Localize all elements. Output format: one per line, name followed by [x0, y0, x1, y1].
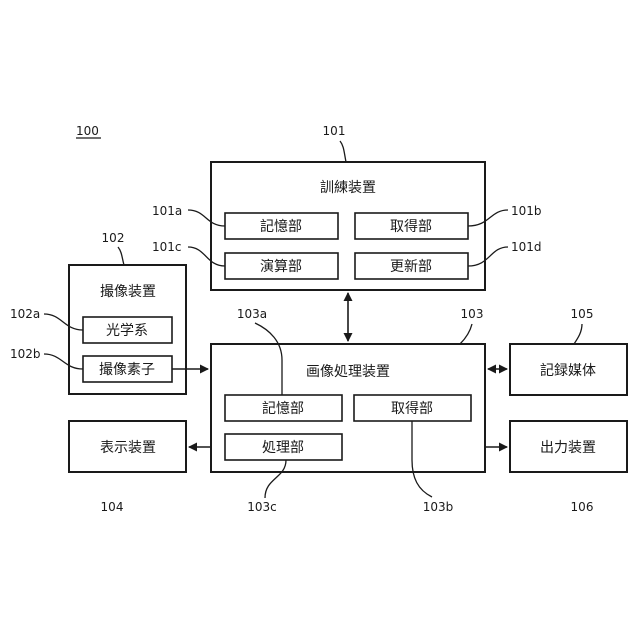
image-processing-device: 画像処理装置 記憶部 取得部 処理部	[211, 344, 485, 472]
imaging-device-title: 撮像装置	[100, 283, 156, 300]
processing-unit-ref: 103c	[247, 500, 277, 514]
training-device-ref-leader	[340, 141, 346, 162]
image-processing-device-ref-leader	[460, 324, 472, 344]
optics-ref: 102a	[10, 307, 40, 321]
optics-label: 光学系	[106, 323, 148, 339]
output-device-label: 出力装置	[540, 440, 596, 456]
training-device-ref: 101	[323, 124, 346, 138]
figure-ref-label: 100	[76, 124, 99, 138]
image-sensor-ref: 102b	[10, 347, 41, 361]
display-device-ref: 104	[101, 500, 124, 514]
recording-medium-ref-leader	[574, 324, 582, 344]
training-update-label: 更新部	[390, 259, 432, 275]
display-device-label: 表示装置	[100, 440, 156, 456]
image-processing-device-ref: 103	[461, 307, 484, 321]
training-acquisition-label: 取得部	[390, 218, 432, 235]
processing-acquisition-ref: 103b	[423, 500, 454, 514]
imaging-device-ref: 102	[102, 231, 125, 245]
training-acquisition-ref: 101b	[511, 204, 542, 218]
output-device-ref: 106	[571, 500, 594, 514]
processing-storage-label: 記憶部	[262, 400, 304, 417]
image-processing-device-title: 画像処理装置	[306, 364, 390, 380]
processing-storage-ref: 103a	[237, 307, 267, 321]
training-device-title: 訓練装置	[320, 180, 376, 196]
processing-unit-label: 処理部	[262, 440, 304, 456]
training-computation-label: 演算部	[260, 259, 302, 275]
processing-acquisition-label: 取得部	[391, 400, 433, 417]
imaging-device-ref-leader	[118, 247, 124, 265]
training-device: 訓練装置 記憶部 取得部 演算部 更新部	[211, 162, 485, 290]
training-update-ref: 101d	[511, 240, 542, 254]
recording-medium-label: 記録媒体	[540, 362, 596, 379]
image-sensor-label: 撮像素子	[99, 361, 155, 378]
training-computation-ref: 101c	[152, 240, 182, 254]
training-storage-label: 記憶部	[260, 218, 302, 235]
imaging-device: 撮像装置 光学系 撮像素子	[69, 265, 186, 394]
recording-medium-ref: 105	[571, 307, 594, 321]
training-storage-ref: 101a	[152, 204, 182, 218]
